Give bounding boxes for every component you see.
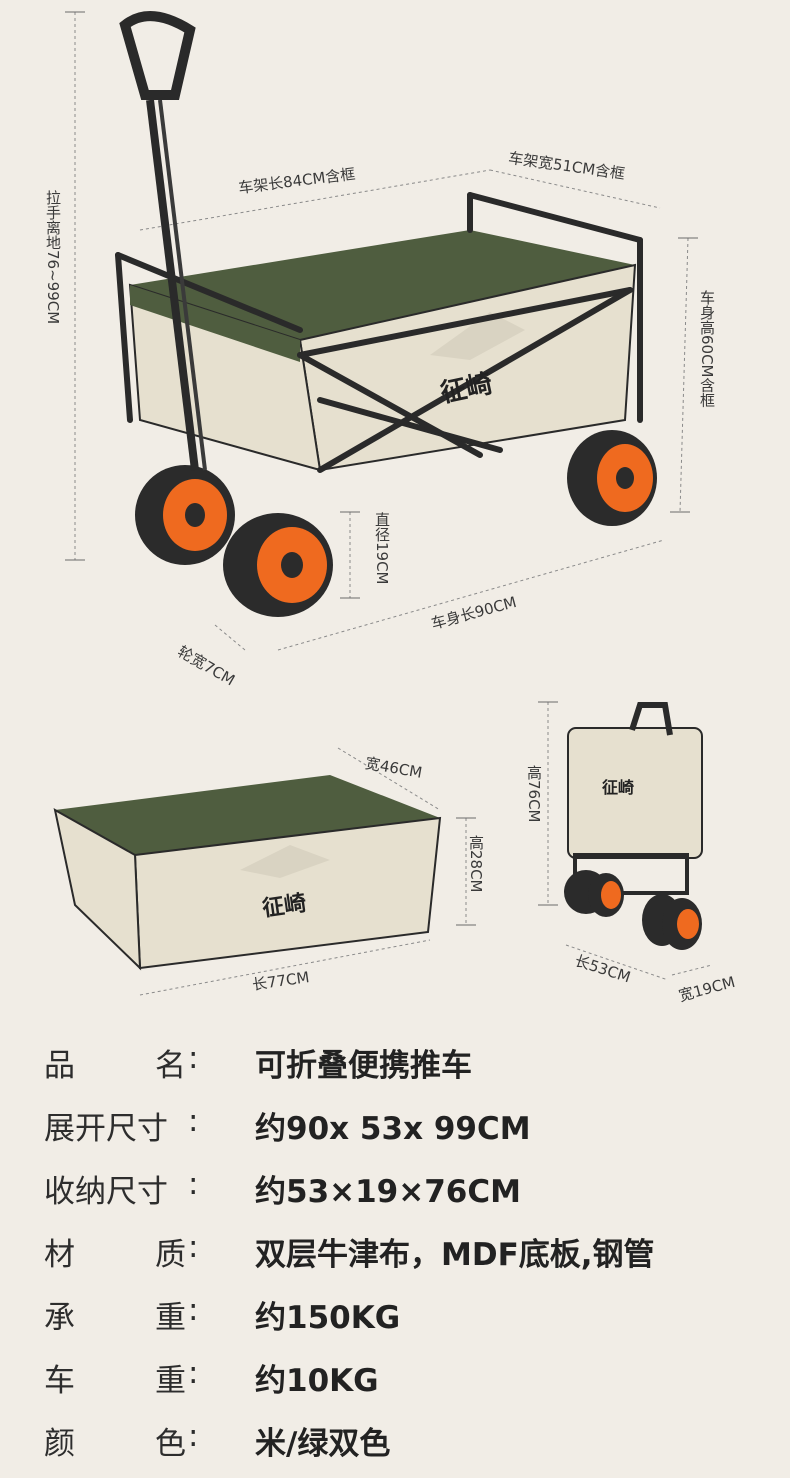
spec-row-load: 承 重 : 约150KG	[0, 1292, 790, 1352]
spec-colon: :	[188, 1418, 199, 1454]
front-left-wheel	[223, 513, 333, 617]
spec-value: 可折叠便携推车	[255, 1048, 472, 1084]
pull-handle	[119, 11, 207, 471]
spec-label: 承	[44, 1300, 75, 1336]
cart-drawing	[53, 11, 713, 996]
spec-row-color: 颜 色 : 米/绿双色	[0, 1418, 790, 1478]
spec-colon: :	[188, 1103, 199, 1139]
spec-value: 约10KG	[255, 1363, 379, 1399]
spec-label: 展开尺寸	[44, 1111, 168, 1147]
spec-row-material: 材 质 : 双层牛津布，MDF底板,钢管	[0, 1229, 790, 1289]
brand-logo-box: 征崎	[260, 891, 308, 922]
spec-colon: :	[188, 1166, 199, 1202]
spec-label: 颜	[44, 1426, 75, 1462]
folded-height-label: 高76CM	[525, 765, 543, 823]
spec-row-name: 品 名 : 可折叠便携推车	[0, 1040, 790, 1100]
folded-cart	[564, 702, 703, 950]
spec-value: 双层牛津布，MDF底板,钢管	[255, 1237, 655, 1273]
brand-logo-folded: 征崎	[602, 778, 635, 797]
spec-label-2: 质	[155, 1237, 186, 1273]
spec-label-2: 重	[155, 1300, 186, 1336]
spec-label: 车	[44, 1363, 75, 1399]
spec-colon: :	[188, 1229, 199, 1265]
spec-value: 约150KG	[255, 1300, 401, 1336]
spec-label: 品	[44, 1048, 75, 1084]
rear-left-wheel	[135, 465, 235, 565]
body-height-label: 车身高60CM含框	[698, 290, 716, 408]
storage-box	[53, 775, 442, 971]
spec-colon: :	[188, 1292, 199, 1328]
spec-colon: :	[188, 1355, 199, 1391]
spec-value: 约53×19×76CM	[255, 1174, 521, 1210]
wheel-diameter-label: 直径19CM	[373, 512, 391, 585]
spec-row-weight: 车 重 : 约10KG	[0, 1355, 790, 1415]
spec-label-2: 名	[155, 1048, 186, 1084]
spec-value: 米/绿双色	[255, 1426, 391, 1462]
spec-row-folded-size: 收纳尺寸 : 约53×19×76CM	[0, 1166, 790, 1226]
rear-right-wheel	[567, 430, 657, 526]
spec-label-2: 重	[155, 1363, 186, 1399]
spec-label: 材	[44, 1237, 75, 1273]
spec-label-2: 色	[155, 1426, 186, 1462]
handle-height-label: 拉手离地76~99CM	[44, 190, 62, 325]
box-height-label: 高28CM	[467, 835, 485, 893]
spec-row-unfolded-size: 展开尺寸 : 约90x 53x 99CM	[0, 1103, 790, 1163]
spec-value: 约90x 53x 99CM	[255, 1111, 531, 1147]
product-illustration: 征崎 征崎 征崎 拉手离地76~99CM 车架长84CM含框 车架宽51CM含框…	[44, 11, 737, 1005]
spec-label: 收纳尺寸	[44, 1174, 168, 1210]
spec-colon: :	[188, 1040, 199, 1076]
